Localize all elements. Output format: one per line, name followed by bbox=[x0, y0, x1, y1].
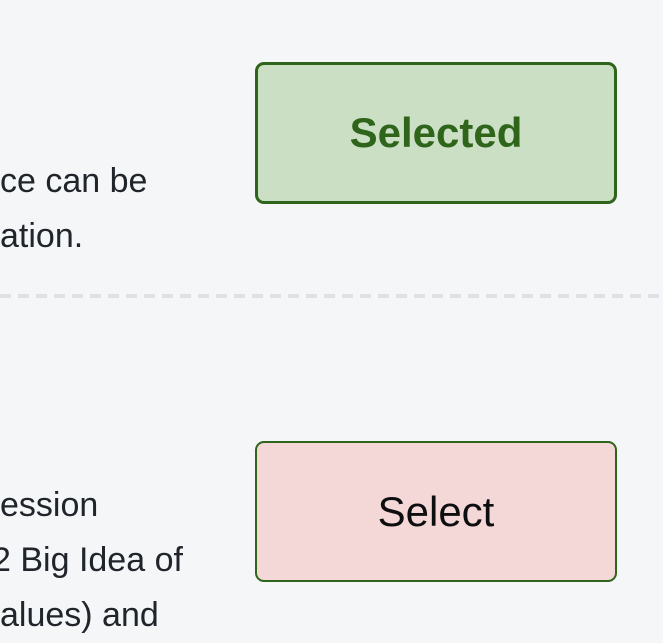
description-line: ation. bbox=[0, 217, 84, 255]
select-button[interactable]: Select bbox=[255, 441, 617, 582]
description-line: ession bbox=[0, 486, 99, 524]
description-line: alues) and bbox=[0, 596, 159, 634]
description-line: 2 Big Idea of bbox=[0, 541, 183, 579]
selected-button[interactable]: Selected bbox=[255, 62, 617, 204]
row-divider bbox=[0, 294, 663, 298]
description-line: ce can be bbox=[0, 162, 148, 200]
option-description: ession 2 Big Idea of alues) and bbox=[0, 478, 183, 643]
option-description: ce can be ation. bbox=[0, 154, 147, 264]
